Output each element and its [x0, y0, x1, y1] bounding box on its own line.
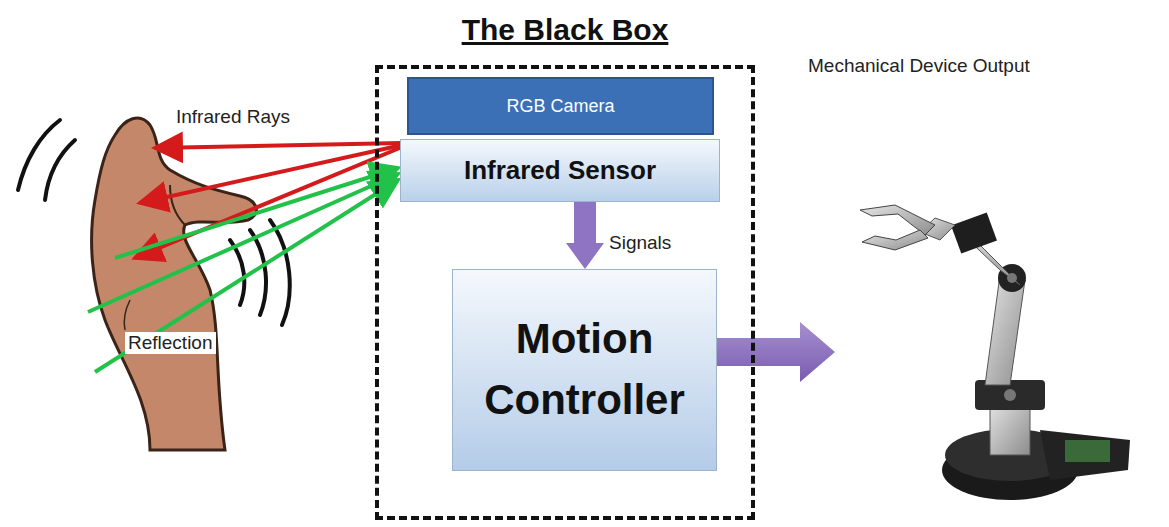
robot-arm [860, 205, 1130, 500]
reflection-label: Reflection [125, 332, 216, 354]
ray-label: Infrared Rays [176, 106, 290, 128]
reflection-rays [88, 168, 398, 372]
diagram-title: The Black Box [379, 13, 751, 47]
box-label: Motion Controller [465, 309, 705, 431]
controller-box: Motion Controller [452, 269, 717, 471]
black-box-boundary: The Black BoxRGB CameraInfrared SensorMo… [375, 65, 755, 520]
box-label: Infrared Sensor [464, 155, 656, 186]
output-label: Mechanical Device Output [808, 55, 1030, 77]
sensor-box: Infrared Sensor [400, 139, 720, 202]
motion-lines [18, 120, 290, 325]
box-label: RGB Camera [506, 96, 614, 117]
signal-arrow [566, 202, 604, 269]
camera-box: RGB Camera [407, 77, 714, 135]
edge-label: Signals [609, 232, 671, 254]
output-arrow [716, 322, 835, 382]
